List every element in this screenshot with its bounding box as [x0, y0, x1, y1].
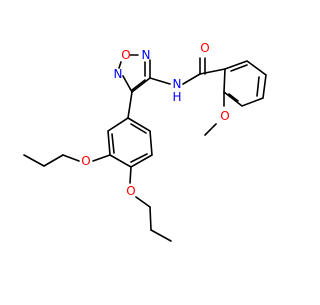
- bond-ring-o-upper: [92, 154, 111, 162]
- atom-labels: O N N N H O O O O: [81, 41, 229, 198]
- phenyl-double-2: [130, 153, 148, 163]
- benzamide-ring: [223, 60, 267, 107]
- molecule-structure-diagram: O N N N H O O O O: [23, 41, 267, 242]
- bond-c3-nh: [149, 77, 171, 85]
- bond-ring-o-lower: [129, 166, 132, 184]
- atom-label-carbonyl-o: O: [200, 41, 209, 55]
- bond-propyl-upper-c2-c3: [23, 154, 45, 167]
- atom-label-amide-h: H: [172, 90, 181, 104]
- benzamide-double-3: [228, 93, 239, 102]
- molecule-svg: O N N N H O O O O: [23, 41, 267, 242]
- atom-label-furazan-n-left: N: [114, 67, 123, 81]
- atom-label-furazan-n-upper: N: [142, 48, 151, 62]
- bond-propyl-lower-c1-c2: [149, 206, 152, 231]
- bond-c4-n-left: [122, 75, 133, 93]
- atom-label-propoxy-o-lower: O: [126, 184, 135, 198]
- bond-propyl-lower-c2-c3: [150, 229, 172, 242]
- bond-c4-phenyl: [127, 91, 133, 119]
- atom-label-propoxy-o-upper: O: [81, 154, 90, 168]
- bond-c3-c4: [131, 77, 151, 93]
- bond-c3-c4-double: [131, 79, 146, 91]
- phenyl-double-3: [111, 133, 115, 154]
- phenyl-ring: [107, 117, 153, 168]
- bond-n-left-o: [118, 61, 122, 69]
- benzamide-double-1: [230, 64, 248, 72]
- bond-o-lower-c1: [135, 196, 151, 208]
- atom-label-amide-n: N: [173, 77, 182, 91]
- bond-lines: [23, 54, 267, 242]
- bond-methoxy-o-ch3: [204, 123, 217, 136]
- atom-label-methoxy-o: O: [220, 109, 229, 123]
- bond-nh-carbonyl-c: [182, 73, 201, 85]
- phenyl-double-1: [130, 123, 147, 134]
- bond-carbonyl-ring: [199, 68, 226, 75]
- benzamide-double-2: [256, 76, 260, 97]
- bond-o-upper-c1: [62, 154, 80, 162]
- atom-label-furazan-o: O: [121, 48, 130, 62]
- bond-propyl-upper-c1-c2: [43, 154, 64, 167]
